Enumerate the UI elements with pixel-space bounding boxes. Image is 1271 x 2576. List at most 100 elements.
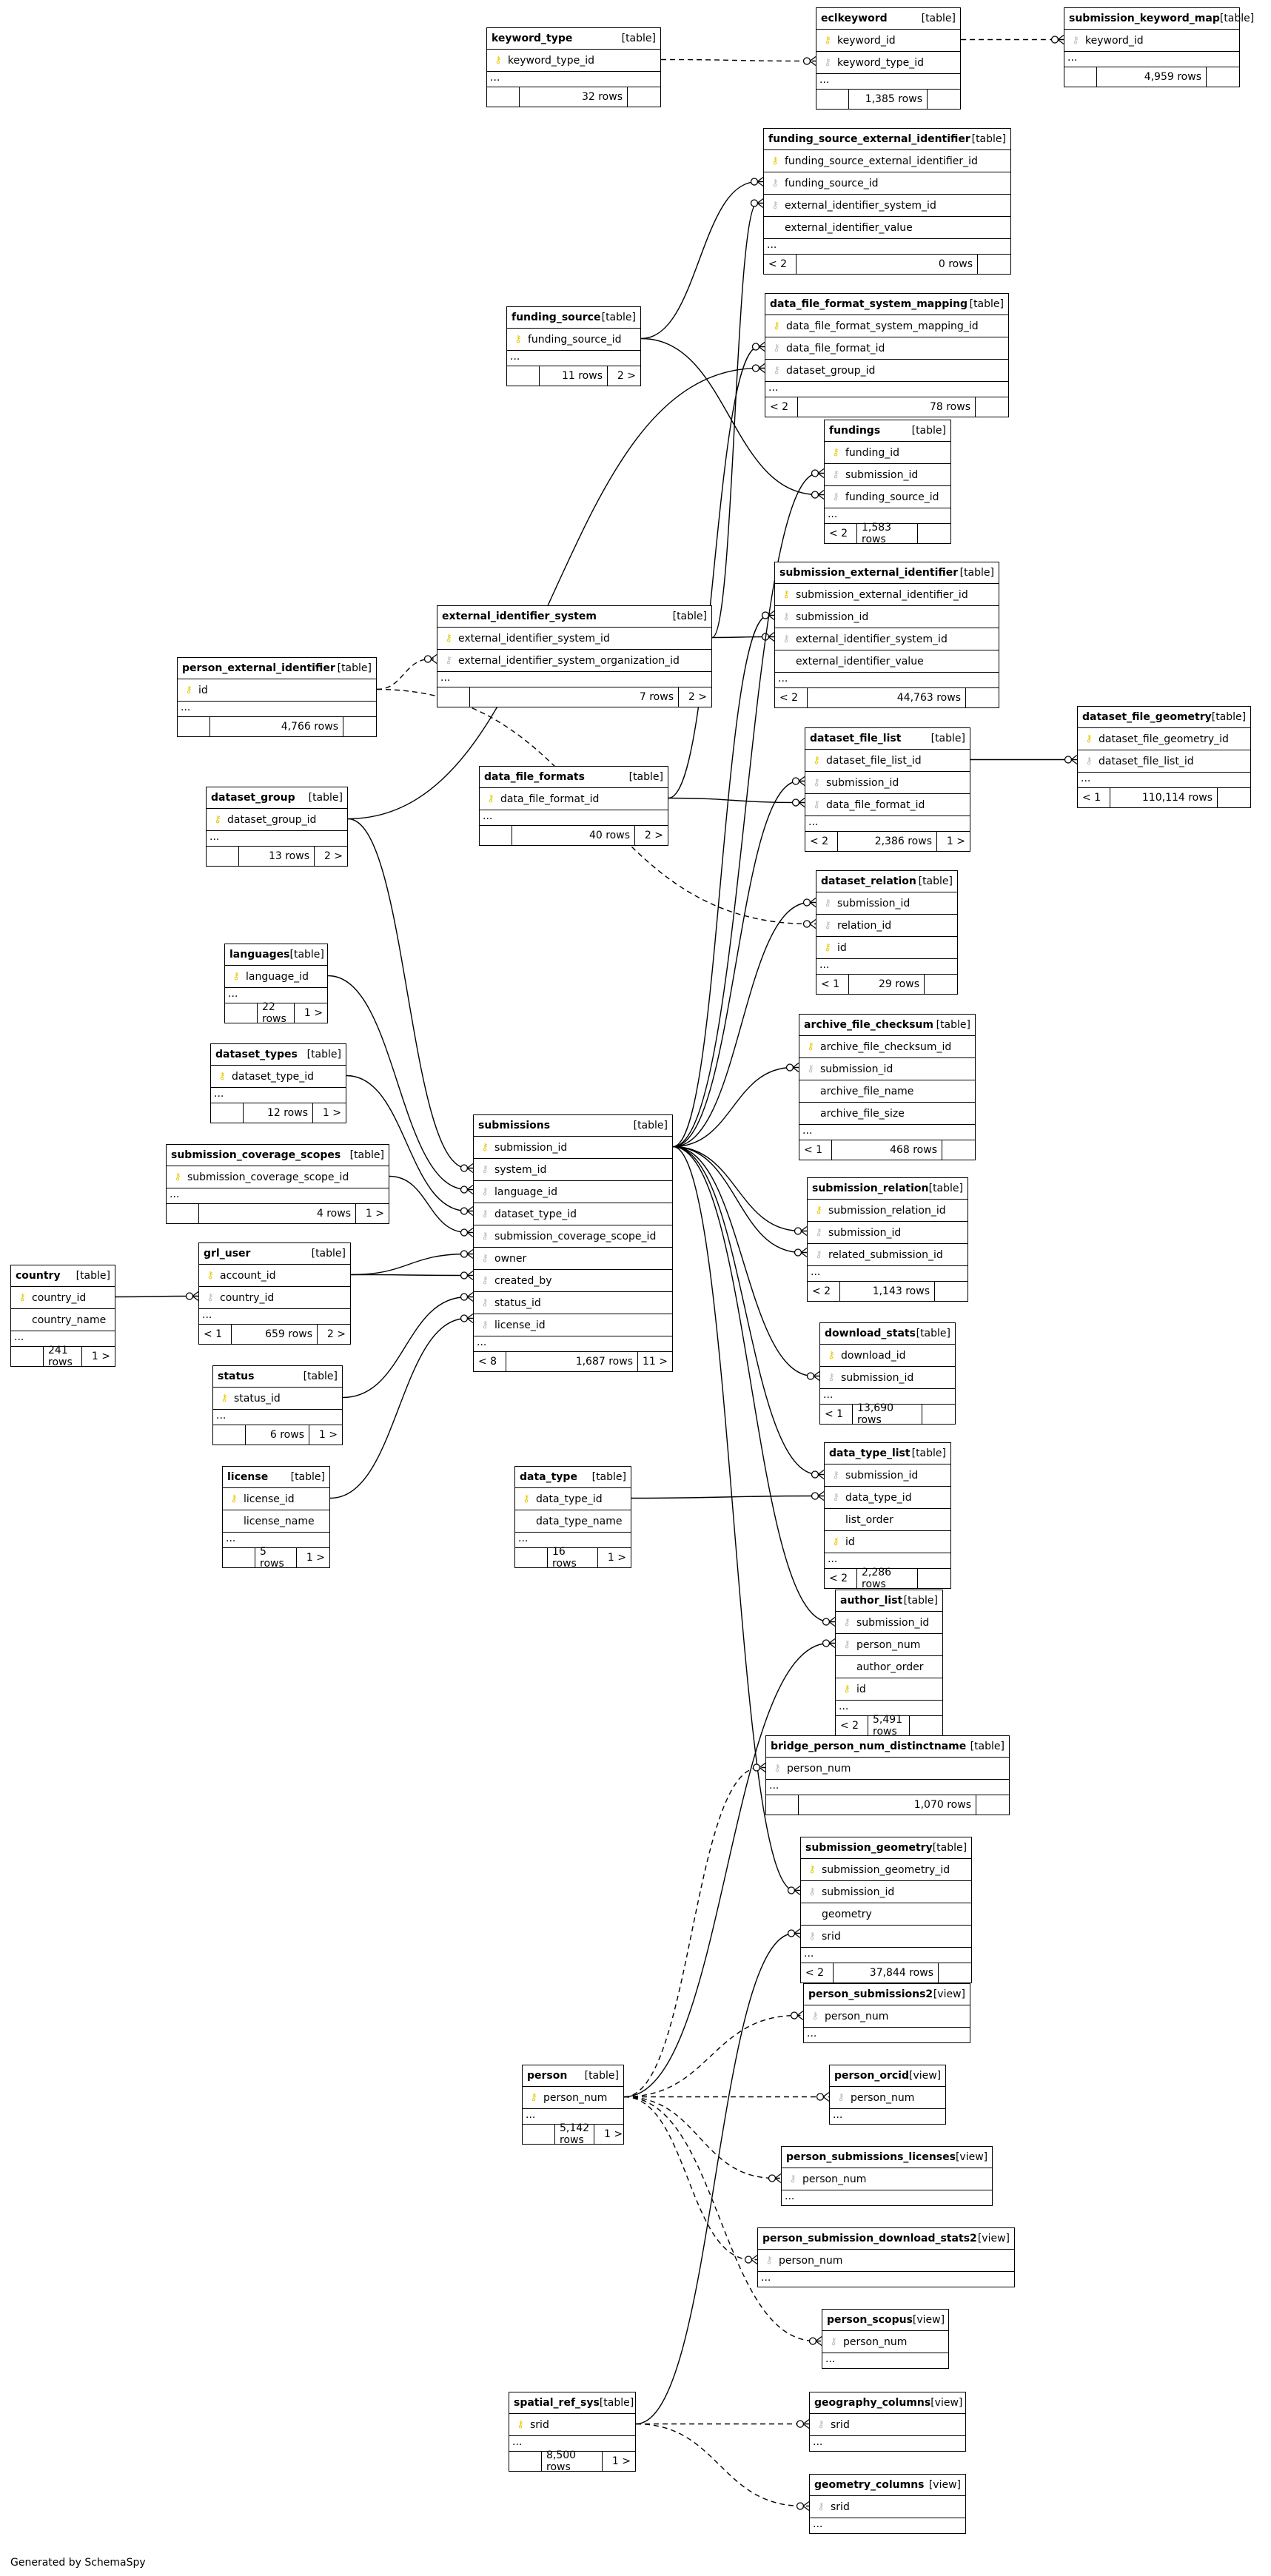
column-row[interactable]: ⚷id	[825, 1531, 950, 1553]
column-row[interactable]: ⚷external_identifier_system_id	[764, 195, 1010, 217]
table-submission-coverage-scopes[interactable]: submission_coverage_scopes[table]⚷submis…	[166, 1144, 389, 1224]
table-name[interactable]: languages	[229, 949, 290, 961]
column-row[interactable]: ⚷submission_id	[836, 1612, 942, 1634]
column-row[interactable]: ⚷data_type_id	[515, 1488, 631, 1510]
table-geography-columns[interactable]: geography_columns[view]⚷srid...	[809, 2392, 966, 2452]
column-row[interactable]: ⚷submission_relation_id	[808, 1200, 967, 1222]
children-count[interactable]	[935, 1282, 967, 1301]
column-row[interactable]: ⚷person_num	[822, 2331, 948, 2353]
children-count[interactable]	[978, 255, 1010, 274]
column-row[interactable]: ⚷person_num	[758, 2250, 1014, 2272]
column-row[interactable]: ⚷license_id	[223, 1488, 329, 1510]
parents-count[interactable]	[225, 1003, 258, 1023]
table-header[interactable]: data_type_list[table]	[825, 1443, 950, 1464]
table-submission-keyword-map[interactable]: submission_keyword_map[table]⚷keyword_id…	[1064, 7, 1254, 87]
children-count[interactable]: 1 >	[946, 835, 965, 847]
column-row[interactable]: ⚷submission_id	[820, 1367, 955, 1389]
table-funding-source[interactable]: funding_source[table]⚷funding_source_id.…	[506, 306, 641, 386]
table-header[interactable]: person_submission_download_stats2[view]	[758, 2228, 1014, 2250]
column-row[interactable]: ⚷srid	[810, 2496, 965, 2518]
parents-count[interactable]: < 2	[765, 397, 798, 417]
table-name[interactable]: person_orcid	[834, 2070, 909, 2082]
column-row[interactable]: ⚷keyword_id	[1064, 30, 1239, 52]
parents-count[interactable]: < 2	[808, 1282, 840, 1301]
table-geometry-columns[interactable]: geometry_columns[view]⚷srid...	[809, 2474, 966, 2534]
parents-count[interactable]	[211, 1103, 244, 1123]
column-row[interactable]: ⚷dataset_file_list_id	[1078, 750, 1250, 773]
table-header[interactable]: submission_coverage_scopes[table]	[167, 1145, 389, 1166]
table-name[interactable]: dataset_file_geometry	[1082, 711, 1212, 723]
column-row[interactable]: ⚷dataset_group_id	[765, 360, 1008, 382]
table-header[interactable]: keyword_type[table]	[487, 28, 660, 50]
table-header[interactable]: languages[table]	[225, 944, 327, 966]
table-header[interactable]: person_orcid[view]	[830, 2065, 945, 2087]
table-header[interactable]: data_file_formats[table]	[480, 767, 668, 788]
column-row[interactable]: ⚷keyword_id	[816, 30, 960, 52]
table-header[interactable]: submissions[table]	[474, 1115, 672, 1137]
table-funding-source-external-identifier[interactable]: funding_source_external_identifier[table…	[763, 128, 1011, 275]
table-name[interactable]: data_type	[520, 1471, 577, 1483]
table-author-list[interactable]: author_list[table]⚷submission_id⚷person_…	[835, 1590, 943, 1738]
column-row[interactable]: ⚷status_id	[213, 1388, 342, 1410]
column-row[interactable]: ⚷external_identifier_system_id	[775, 628, 999, 650]
table-name[interactable]: funding_source	[512, 312, 601, 323]
column-row[interactable]: data_type_name	[515, 1510, 631, 1533]
table-header[interactable]: bridge_person_num_distinctname[table]	[766, 1736, 1009, 1758]
parents-count[interactable]: < 1	[820, 1405, 853, 1424]
column-row[interactable]: ⚷id	[178, 679, 376, 702]
children-count[interactable]: 1 >	[322, 1107, 341, 1119]
table-name[interactable]: keyword_type	[492, 33, 573, 44]
parents-count[interactable]	[11, 1347, 44, 1366]
column-row[interactable]: ⚷download_id	[820, 1345, 955, 1367]
table-header[interactable]: license[table]	[223, 1467, 329, 1488]
table-header[interactable]: status[table]	[213, 1366, 342, 1388]
table-header[interactable]: dataset_types[table]	[211, 1044, 346, 1066]
table-name[interactable]: spatial_ref_sys	[514, 2397, 600, 2409]
table-header[interactable]: fundings[table]	[825, 420, 950, 442]
column-row[interactable]: ⚷submission_id	[825, 464, 950, 486]
parents-count[interactable]	[1064, 67, 1097, 87]
table-name[interactable]: bridge_person_num_distinctname	[771, 1741, 967, 1752]
column-row[interactable]: ⚷keyword_type_id	[487, 50, 660, 72]
parents-count[interactable]	[213, 1425, 246, 1445]
table-eclkeyword[interactable]: eclkeyword[table]⚷keyword_id⚷keyword_typ…	[816, 7, 961, 110]
column-row[interactable]: ⚷funding_source_external_identifier_id	[764, 150, 1010, 172]
children-count[interactable]: 1 >	[318, 1429, 338, 1441]
children-count[interactable]: 2 >	[326, 1328, 346, 1340]
children-count[interactable]	[942, 1140, 975, 1160]
column-row[interactable]: ⚷submission_id	[816, 892, 957, 915]
column-row[interactable]: ⚷archive_file_checksum_id	[799, 1036, 975, 1058]
column-row[interactable]: ⚷external_identifier_system_id	[437, 628, 711, 650]
table-name[interactable]: eclkeyword	[821, 13, 888, 24]
table-header[interactable]: dataset_group[table]	[207, 787, 347, 809]
parents-count[interactable]	[480, 826, 512, 845]
table-name[interactable]: submission_external_identifier	[779, 567, 959, 579]
children-count[interactable]: 1 >	[365, 1208, 384, 1220]
table-header[interactable]: eclkeyword[table]	[816, 8, 960, 30]
parents-count[interactable]: < 1	[199, 1325, 232, 1344]
column-row[interactable]: ⚷country_id	[11, 1287, 115, 1309]
column-row[interactable]: ⚷data_file_format_id	[805, 794, 970, 816]
column-row[interactable]: ⚷related_submission_id	[808, 1244, 967, 1266]
table-name[interactable]: data_type_list	[829, 1447, 911, 1459]
column-row[interactable]: ⚷license_id	[474, 1314, 672, 1336]
table-name[interactable]: person_submissions2	[808, 1988, 933, 2000]
parents-count[interactable]: < 2	[836, 1716, 868, 1735]
parents-count[interactable]	[515, 1548, 548, 1567]
table-header[interactable]: submission_keyword_map[table]	[1064, 8, 1254, 30]
parents-count[interactable]: < 8	[474, 1352, 506, 1371]
column-row[interactable]: ⚷funding_source_id	[825, 486, 950, 508]
column-row[interactable]: ⚷submission_coverage_scope_id	[474, 1225, 672, 1248]
column-row[interactable]: ⚷dataset_type_id	[474, 1203, 672, 1225]
table-header[interactable]: funding_source_external_identifier[table…	[764, 129, 1010, 150]
column-row[interactable]: ⚷data_file_format_id	[765, 337, 1008, 360]
table-person-external-identifier[interactable]: person_external_identifier[table]⚷id...4…	[177, 657, 377, 737]
children-count[interactable]	[939, 1963, 971, 1983]
table-header[interactable]: external_identifier_system[table]	[437, 606, 711, 628]
table-grl-user[interactable]: grl_user[table]⚷account_id⚷country_id...…	[198, 1242, 351, 1345]
parents-count[interactable]	[507, 366, 540, 386]
table-name[interactable]: submission_geometry	[805, 1842, 933, 1854]
